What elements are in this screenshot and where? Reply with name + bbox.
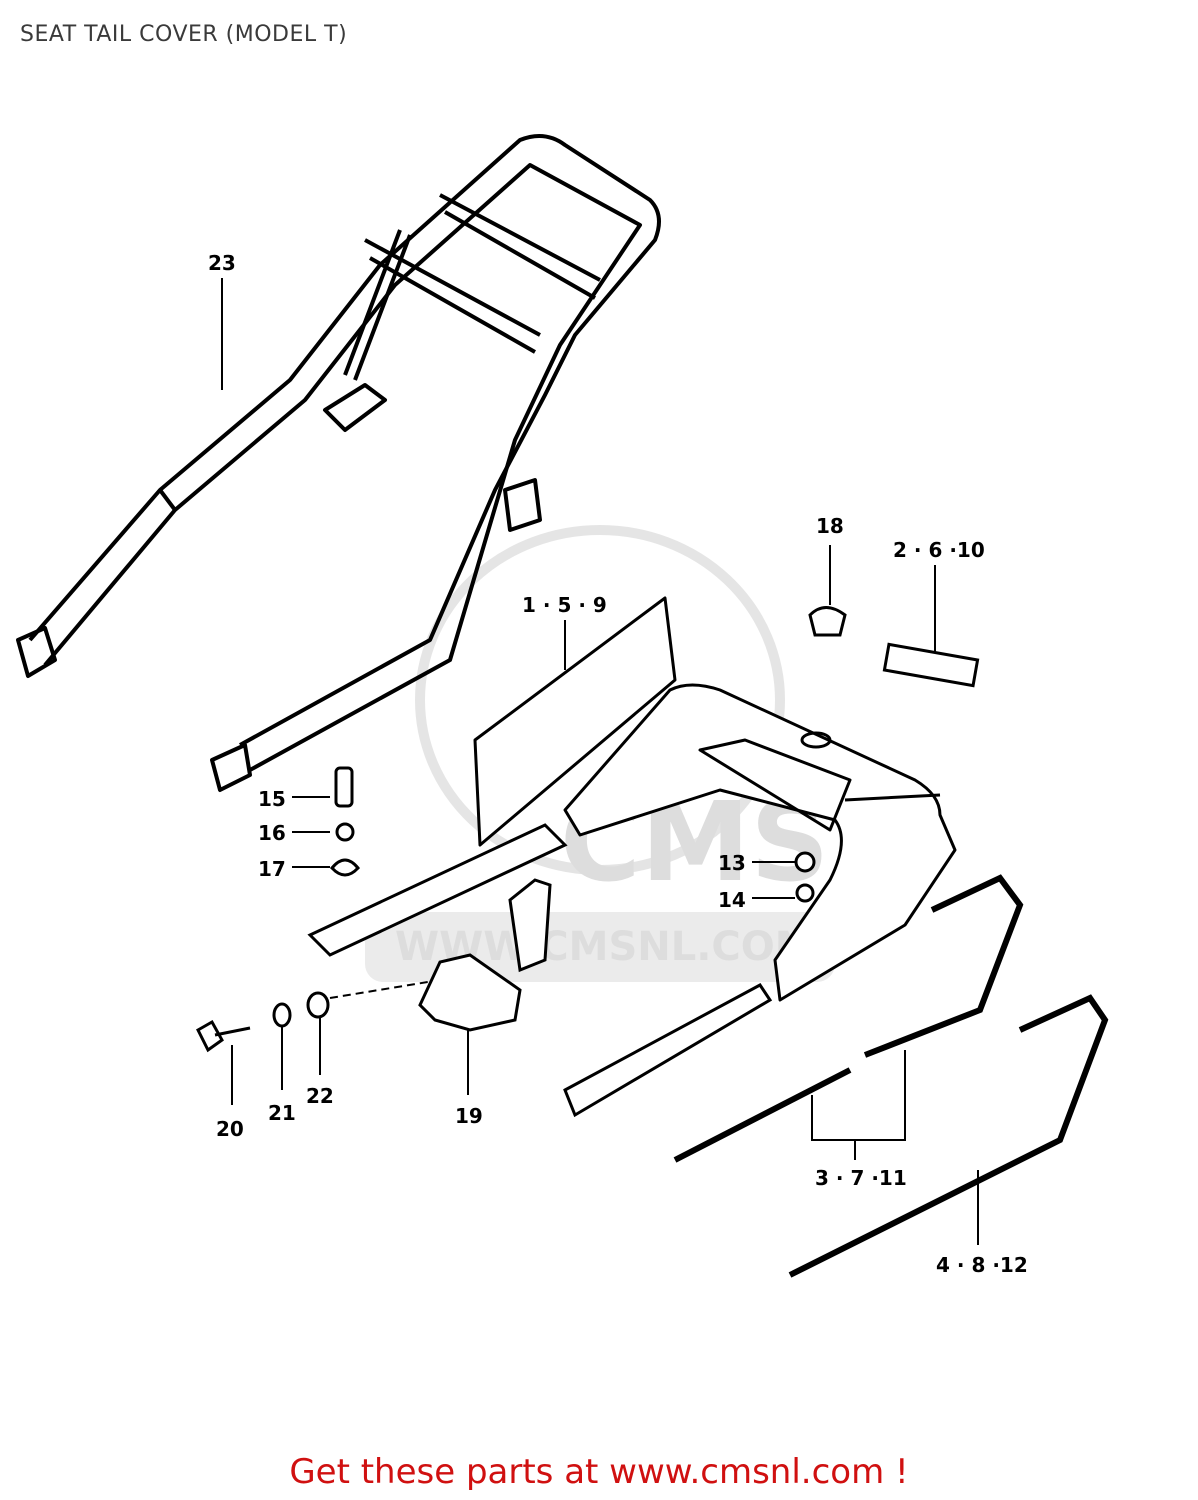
callout-20: 20 <box>216 1117 244 1141</box>
stripes <box>673 874 1109 1278</box>
small-fasteners <box>196 606 980 1053</box>
part-19-bracket <box>307 823 773 1118</box>
callout-15: 15 <box>258 787 286 811</box>
callout-21: 21 <box>268 1101 296 1125</box>
callout-22: 22 <box>306 1084 334 1108</box>
callout-18: 18 <box>816 514 844 538</box>
footer-link[interactable]: Get these parts at www.cmsnl.com ! <box>289 1452 909 1492</box>
part-1-5-9-tail-cover <box>473 596 957 1002</box>
part-17-nut <box>330 858 360 877</box>
exploded-parts-diagram: CMS WWW.CMSNL.COM <box>16 134 1109 1278</box>
diagram-title: SEAT TAIL COVER (MODEL T) <box>20 22 348 47</box>
callout-16: 16 <box>258 821 286 845</box>
part-4-8-12-stripe <box>788 994 1109 1278</box>
part-16-washer <box>335 822 355 842</box>
callout-3-7-11: 3 · 7 ·11 <box>815 1166 907 1190</box>
part-23-seat-rail <box>16 134 661 792</box>
part-18-cap <box>808 606 847 637</box>
callout-4-8-12: 4 · 8 ·12 <box>936 1253 1028 1277</box>
part-20-bolt <box>196 1019 224 1053</box>
callout-2-6-10: 2 · 6 ·10 <box>893 538 985 562</box>
part-22-washer <box>306 991 330 1019</box>
part-3-7-11-stripe <box>863 874 1024 1058</box>
part-14-washer <box>795 883 815 903</box>
part-13-nut <box>794 851 816 873</box>
callout-14: 14 <box>718 888 746 912</box>
part-2-6-10-emblem <box>882 642 980 688</box>
part-21-nut <box>272 1002 292 1028</box>
callout-1-5-9: 1 · 5 · 9 <box>522 593 607 617</box>
part-15-bolt <box>334 766 354 808</box>
callout-labels: 23 18 2 · 6 ·10 1 · 5 · 9 15 16 17 13 14… <box>208 251 1028 1277</box>
callout-13: 13 <box>718 851 746 875</box>
callout-23: 23 <box>208 251 236 275</box>
callout-17: 17 <box>258 857 286 881</box>
callout-19: 19 <box>455 1104 483 1128</box>
